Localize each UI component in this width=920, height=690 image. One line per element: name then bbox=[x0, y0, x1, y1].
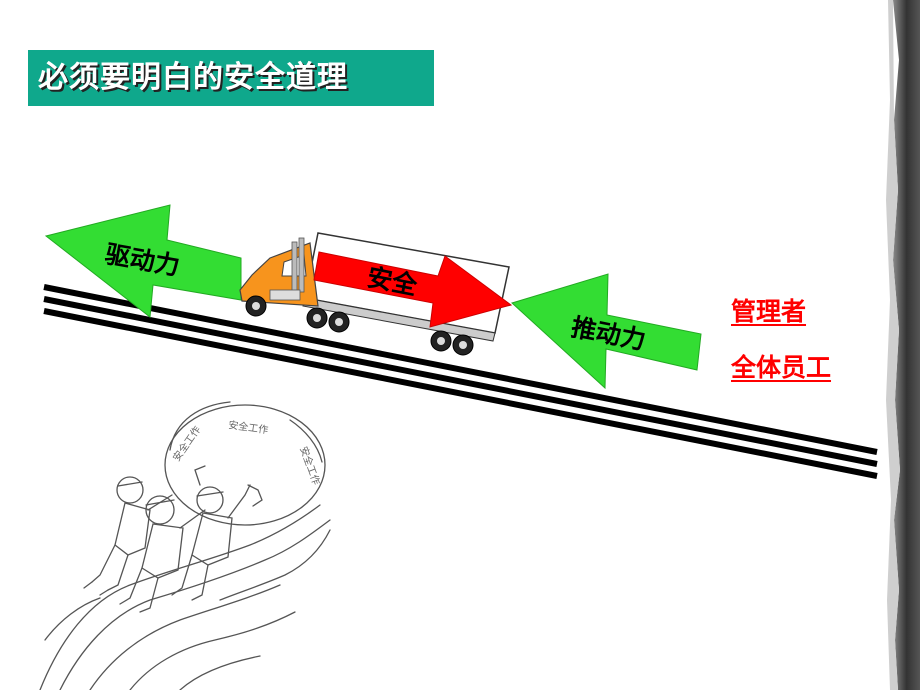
red-right-arrow-icon bbox=[313, 251, 513, 328]
title-box: 必须要明白的安全道理 bbox=[28, 50, 434, 106]
green-right-facing-left-arrow-icon bbox=[511, 273, 702, 390]
boulder-text-3: 安全工作 bbox=[297, 445, 323, 487]
boulder-text-2: 安全工作 bbox=[228, 418, 269, 436]
slide-title: 必须要明白的安全道理 bbox=[38, 60, 348, 95]
green-left-arrow-icon bbox=[44, 204, 242, 318]
road-lines bbox=[43, 284, 878, 479]
all-staff-label: 全体员工 bbox=[731, 353, 832, 382]
boulder-text-1: 安全工作 bbox=[170, 423, 204, 463]
managers-label: 管理者 bbox=[731, 297, 807, 326]
